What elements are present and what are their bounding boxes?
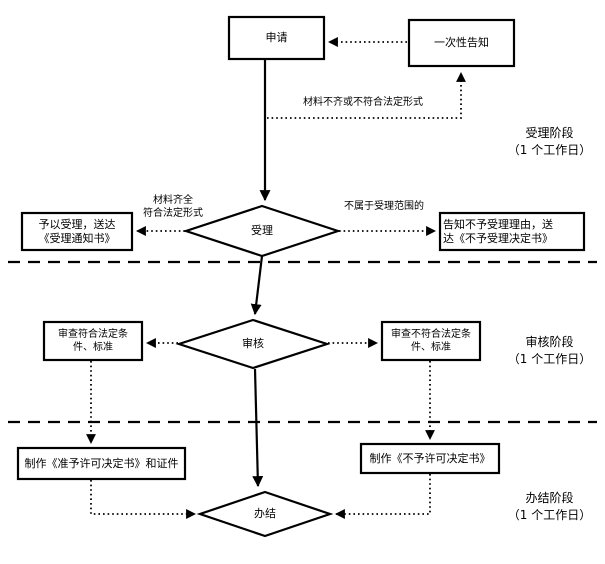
stage-completion-name: 办结阶段 [525,491,574,505]
node-shape-review-pass [42,320,144,362]
node-shape-review-fail [380,320,482,362]
node-shape-one-time-notice [407,18,516,68]
edge-label-incomplete-materials: 材料不齐或不符合法定形式 [303,97,423,108]
stage-acceptance-name: 受理阶段 [525,126,574,140]
edge-label-out-of-scope: 不属于受理范围的 [344,201,424,212]
edge-review-to-complete [252,368,264,488]
stage-review-name: 审核阶段 [525,335,574,349]
node-shape-accept-no [438,211,586,252]
edge-label-materials-complete: 材料齐全 符合法定形式 [143,195,203,219]
edge-permit-grant-to-complete [90,480,196,519]
stage-label-review: 审核阶段 （1 个工作日） [497,334,602,368]
edge-accept-to-review [250,255,264,316]
node-shape-accept-yes [20,211,134,252]
node-shape-permit-grant [16,446,187,481]
edge-accept-to-one-time-notice [267,72,466,119]
stage-label-acceptance: 受理阶段 （1 个工作日） [497,125,602,159]
node-shape-permit-deny [359,442,501,475]
stage-label-completion: 办结阶段 （1 个工作日） [497,490,602,524]
stage-acceptance-duration: （1 个工作日） [507,143,592,157]
node-shape-complete [196,490,334,538]
node-shape-review [175,318,331,370]
node-shape-apply [227,15,326,61]
stage-review-duration: （1 个工作日） [507,352,592,366]
edge-permit-deny-to-complete [335,474,431,519]
stage-completion-duration: （1 个工作日） [507,508,592,522]
